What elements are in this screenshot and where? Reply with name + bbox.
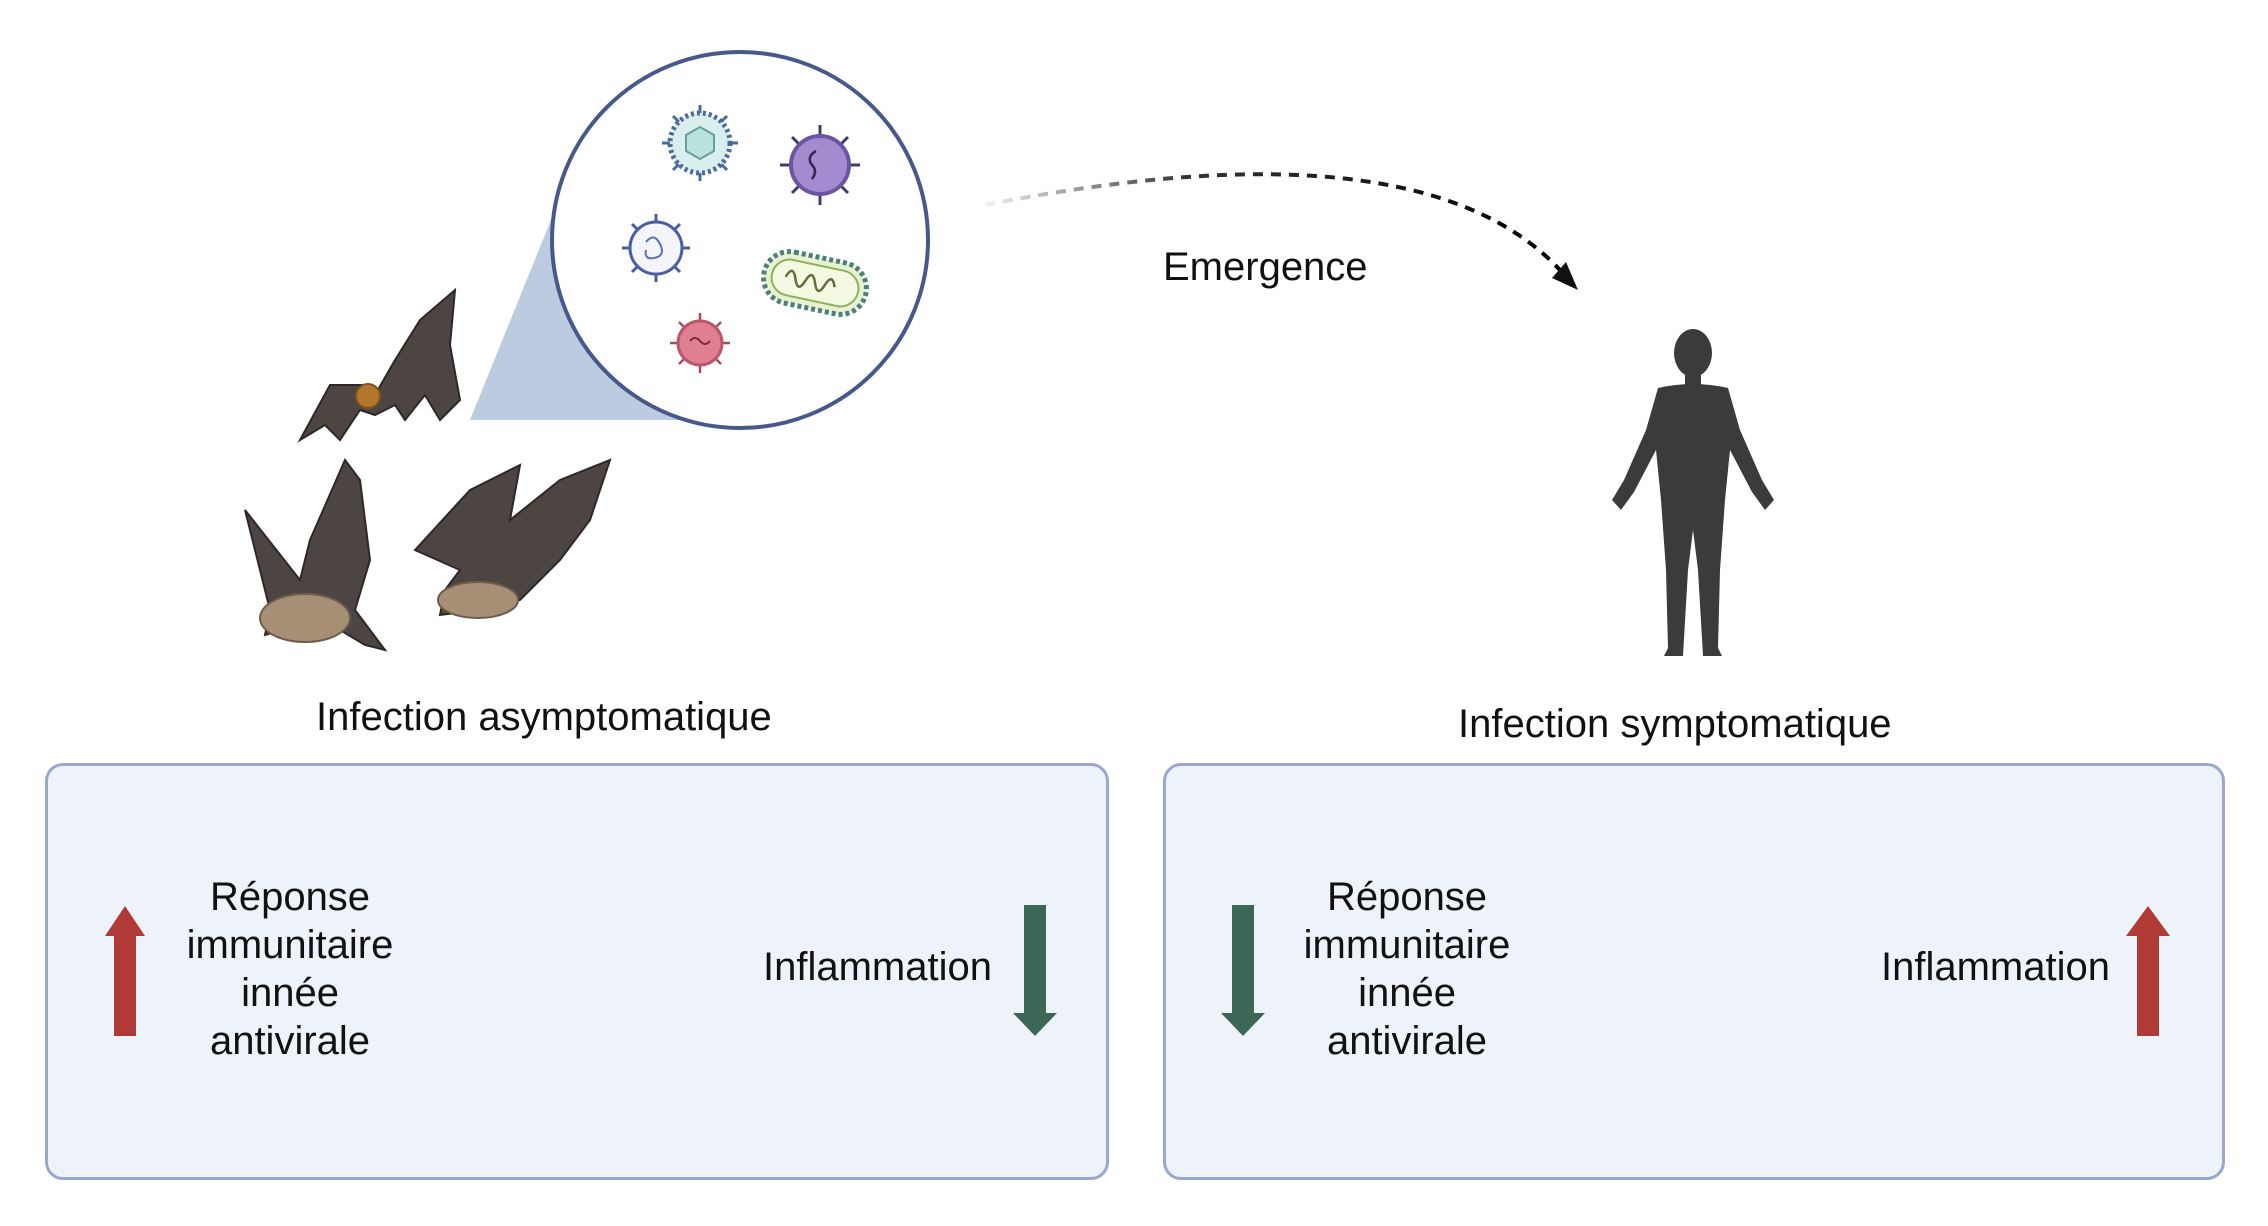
left-panel (45, 763, 1109, 1180)
emergence-label: Emergence (1163, 245, 1368, 289)
arrow-down-icon (1221, 905, 1265, 1036)
right-inflammation-label: Inflammation (1881, 945, 2110, 989)
virus-icon (662, 105, 738, 181)
emergence-arrow (984, 172, 1562, 272)
bat-icon (297, 287, 462, 443)
arrow-up-icon (105, 906, 145, 1036)
bat-icon (413, 458, 612, 619)
virus-icon (780, 125, 860, 205)
right-panel-title: Infection symptomatique (1458, 702, 1892, 746)
left-panel-title: Infection asymptomatique (316, 695, 772, 739)
human-icon (1612, 329, 1774, 656)
right-panel (1163, 763, 2225, 1180)
arrow-up-icon (2126, 906, 2170, 1036)
left-response-label: Réponse immunitaire innée antivirale (186, 875, 394, 1063)
emergence-arrow-head (1552, 262, 1578, 290)
virus-icon (622, 214, 690, 282)
virus-icon (670, 313, 730, 373)
arrow-down-icon (1013, 905, 1057, 1036)
left-inflammation-label: Inflammation (763, 945, 992, 989)
bacterium-icon (761, 249, 869, 317)
right-response-label: Réponse immunitaire innée antivirale (1303, 875, 1511, 1063)
pathogen-zoom-circle (550, 50, 930, 430)
bat-icon (244, 458, 388, 652)
